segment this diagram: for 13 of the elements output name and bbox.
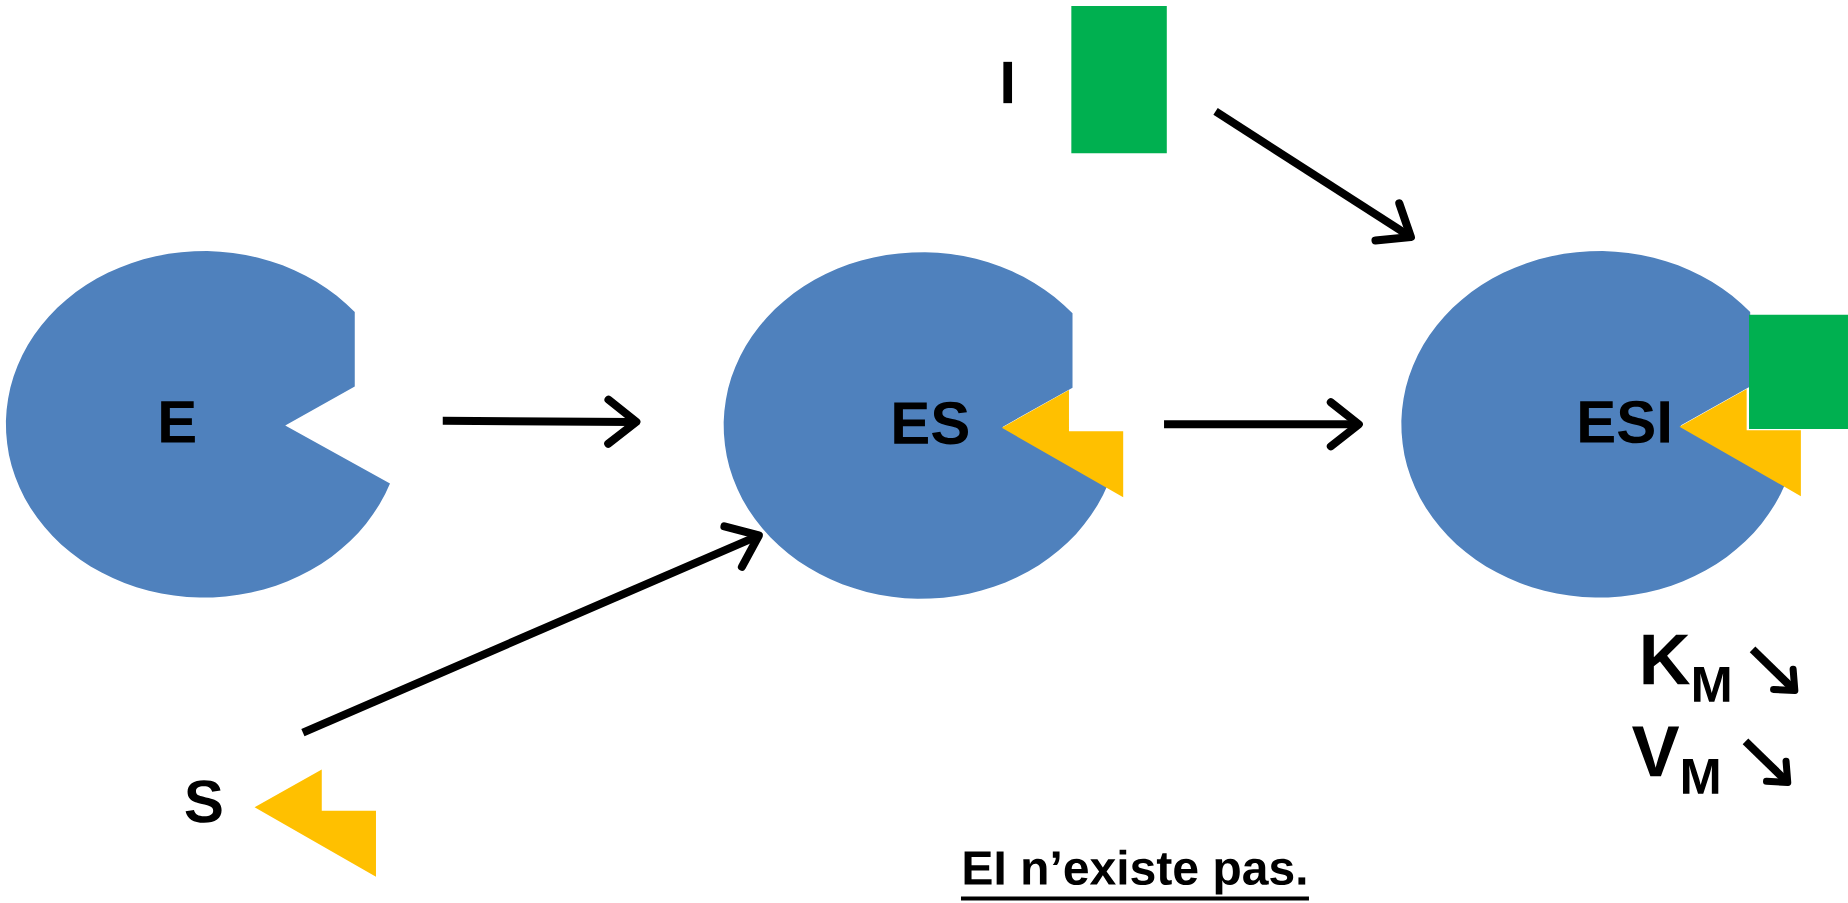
enzyme-drawing: ESI — [1401, 251, 1848, 598]
substrate-drawing: S — [185, 769, 376, 877]
node-label: I — [1003, 61, 1013, 104]
symbol-label: V$_{M}$ — [1632, 726, 1719, 794]
arrow — [301, 522, 763, 737]
arrow — [442, 395, 641, 448]
arrow — [1164, 398, 1363, 451]
enzyme-drawing: ES — [723, 252, 1124, 599]
arrow — [1213, 108, 1415, 245]
inhibitor-drawing: I — [1003, 6, 1167, 154]
note-text: EI n’existe pas. — [964, 849, 1306, 895]
enzyme-drawing: E — [5, 251, 390, 598]
node-label: S — [185, 780, 222, 823]
